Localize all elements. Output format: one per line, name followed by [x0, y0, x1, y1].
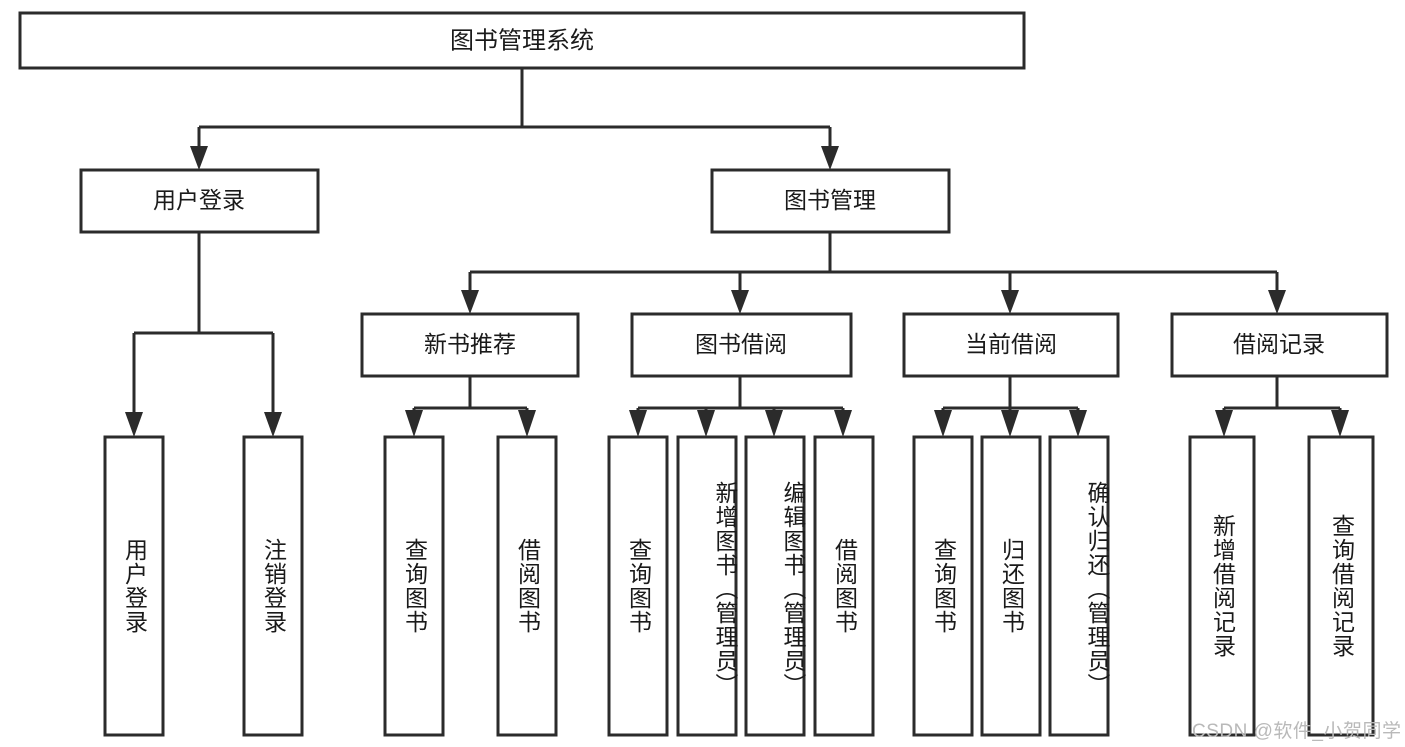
- leaf-box-current-borrow-0[interactable]: [912, 435, 974, 737]
- leaf-box-user-login-0[interactable]: [103, 435, 165, 737]
- leaf-box-user-login-1[interactable]: [242, 435, 304, 737]
- node-book-manage-box[interactable]: [710, 168, 951, 234]
- node-current-borrow-box[interactable]: [902, 312, 1120, 378]
- node-borrow-records-box[interactable]: [1170, 312, 1389, 378]
- arrow-head-borrow-leaf-1: [697, 410, 715, 437]
- leaf-box-current-borrow-1[interactable]: [980, 435, 1042, 737]
- node-user-login-box[interactable]: [79, 168, 320, 234]
- connector-group-root: [190, 68, 839, 170]
- leaf-box-book-borrow-3[interactable]: [813, 435, 875, 737]
- node-borrow-records[interactable]: 借阅记录: [1170, 312, 1389, 378]
- node-current-borrow[interactable]: 当前借阅: [902, 312, 1120, 378]
- node-user-login-label: 用户登录: [153, 187, 245, 213]
- connector-group-book-borrow: [629, 376, 852, 437]
- node-book-borrow-label: 图书借阅: [695, 331, 787, 357]
- leaf-box-new-book-1[interactable]: [496, 435, 558, 737]
- leaf-box-borrow-records-1[interactable]: [1307, 435, 1375, 737]
- arrow-head-borrow-leaf-2: [765, 410, 783, 437]
- arrow-head-book-to-n1: [731, 290, 749, 314]
- arrow-head-borrow-leaf-0: [629, 410, 647, 437]
- arrow-head-records-leaf-1: [1331, 410, 1349, 437]
- csdn-watermark: CSDN @软件_小贺同学: [1192, 721, 1402, 742]
- arrow-head-newbook-leaf-0: [405, 410, 423, 437]
- node-book-manage-label: 图书管理: [784, 187, 876, 213]
- connector-group-current-borrow: [934, 376, 1087, 437]
- node-root[interactable]: 图书管理系统: [18, 11, 1026, 70]
- node-new-book-recommend-box[interactable]: [360, 312, 580, 378]
- node-new-book-recommend-label: 新书推荐: [424, 331, 516, 357]
- leaf-box-book-borrow-2[interactable]: [744, 435, 806, 737]
- leaf-group-borrow-records: [1188, 435, 1375, 737]
- leaf-box-current-borrow-2[interactable]: [1048, 435, 1110, 737]
- arrow-head-current-leaf-1: [1001, 410, 1019, 437]
- leaf-group-new-book: [383, 435, 558, 737]
- arrow-head-borrow-leaf-3: [834, 410, 852, 437]
- arrow-head-book-to-n3: [1268, 290, 1286, 314]
- arrow-head-root-to-user: [190, 146, 208, 170]
- leaf-box-book-borrow-0[interactable]: [607, 435, 669, 737]
- arrow-head-current-leaf-2: [1069, 410, 1087, 437]
- leaf-group-book-borrow: [607, 435, 875, 737]
- connector-group-book-manage: [461, 232, 1286, 314]
- arrow-head-user-leaf-0: [125, 412, 143, 437]
- leaf-box-new-book-0[interactable]: [383, 435, 445, 737]
- node-user-login[interactable]: 用户登录: [79, 168, 320, 234]
- leaf-box-book-borrow-1[interactable]: [676, 435, 738, 737]
- connector-group-borrow-records: [1215, 376, 1349, 437]
- leaf-group-current-borrow: [912, 435, 1110, 737]
- arrow-head-newbook-leaf-1: [518, 410, 536, 437]
- arrow-head-current-leaf-0: [934, 410, 952, 437]
- connector-group-new-book: [405, 376, 536, 437]
- node-book-borrow[interactable]: 图书借阅: [630, 312, 853, 378]
- node-root-label: 图书管理系统: [450, 27, 594, 54]
- arrow-head-book-to-n2: [1001, 290, 1019, 314]
- connector-group-user-login: [125, 232, 282, 437]
- arrow-head-user-leaf-1: [264, 412, 282, 437]
- node-book-borrow-box[interactable]: [630, 312, 853, 378]
- node-root-box[interactable]: [18, 11, 1026, 70]
- arrow-head-root-to-book: [821, 146, 839, 170]
- node-book-manage[interactable]: 图书管理: [710, 168, 951, 234]
- arrow-head-records-leaf-0: [1215, 410, 1233, 437]
- leaf-group-user-login: [103, 435, 304, 737]
- leaf-box-borrow-records-0[interactable]: [1188, 435, 1256, 737]
- node-current-borrow-label: 当前借阅: [965, 331, 1057, 357]
- node-borrow-records-label: 借阅记录: [1233, 331, 1325, 357]
- node-new-book-recommend[interactable]: 新书推荐: [360, 312, 580, 378]
- arrow-head-book-to-n0: [461, 290, 479, 314]
